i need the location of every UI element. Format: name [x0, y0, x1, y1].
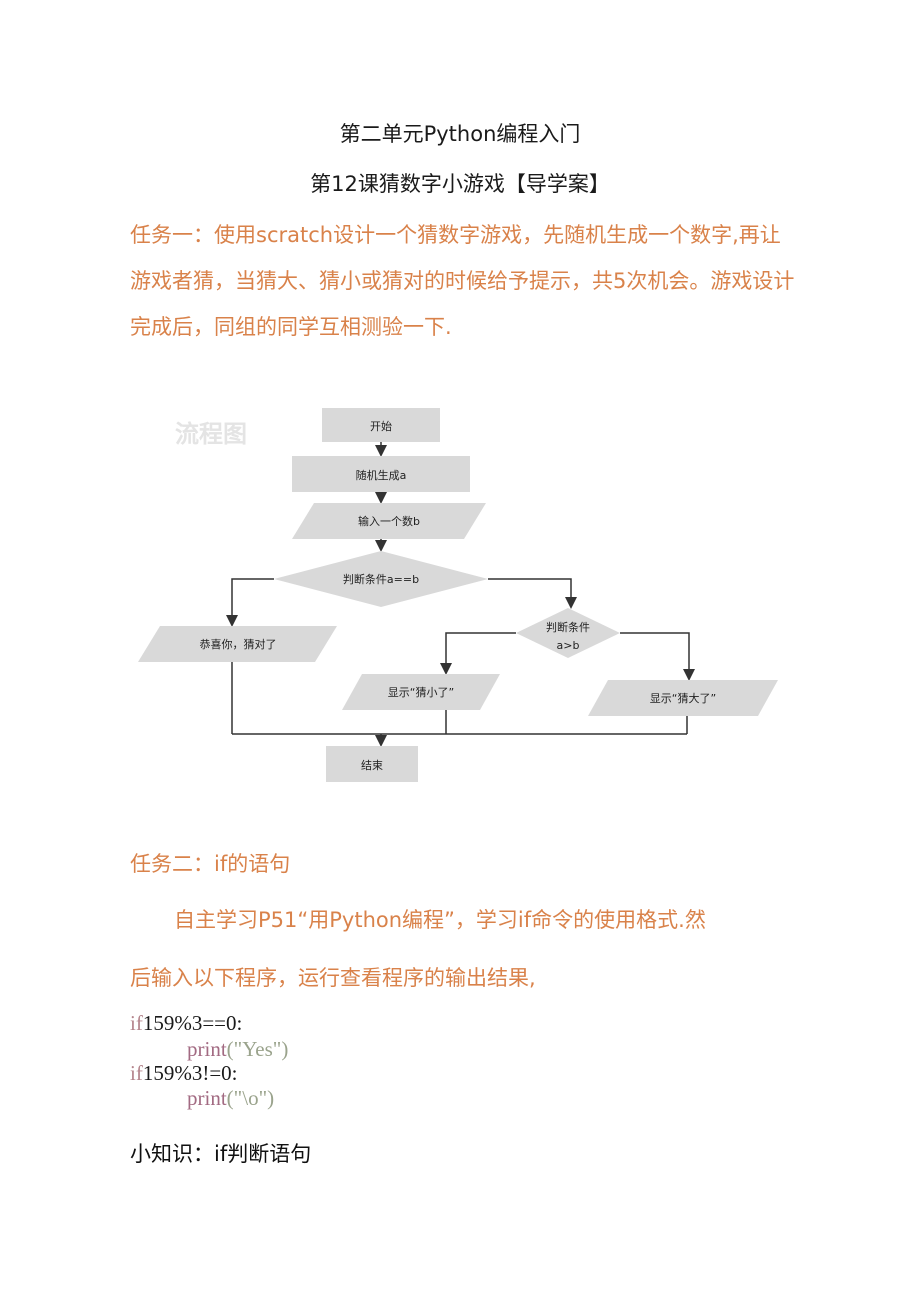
task2-line1: 自主学习P51“用Python编程”，学习if命令的使用格式.然: [174, 908, 706, 932]
keyword-print: print: [187, 1086, 227, 1110]
cond2-label-2: a>b: [557, 639, 580, 652]
big-node: [588, 680, 778, 716]
keyword-if: if: [130, 1061, 143, 1085]
gen-label: 随机生成a: [356, 468, 407, 482]
code-line-4: print("\o"): [187, 1085, 274, 1111]
input-label: 输入一个数b: [358, 514, 420, 528]
code-line-3: if159%3!=0:: [130, 1060, 238, 1086]
arrow: [226, 578, 274, 627]
code-arg: ("Yes"): [226, 1037, 289, 1061]
code-line-2: print("Yes"): [187, 1036, 288, 1062]
end-label: 结束: [361, 759, 383, 772]
keyword-if: if: [130, 1011, 143, 1035]
unit-title: 第二单元Python编程入门: [339, 122, 581, 146]
start-node: [322, 408, 440, 442]
input-node: [292, 503, 486, 539]
task1-text: 任务一：使用scratch设计一个猜数字游戏，先随机生成一个数字,再让游戏者猜，…: [130, 223, 795, 339]
tip-text: 小知识：if判断语句: [130, 1142, 312, 1166]
big-label: 显示“猜大了”: [650, 691, 716, 705]
cond2-node: [516, 608, 620, 658]
arrow: [488, 578, 577, 609]
task2-heading: 任务二：if的语句: [130, 852, 291, 876]
code-text: 159%3==0:: [142, 1011, 243, 1035]
code-text: 159%3!=0:: [142, 1061, 238, 1085]
gen-node: [292, 456, 470, 492]
small-node: [342, 674, 500, 710]
flowchart: 流程图 开始 随机生成a 输入一个数b 判断条件a==b 恭喜你，猜对了 判断条…: [130, 398, 790, 793]
cond1-label: 判断条件a==b: [343, 572, 419, 586]
correct-label: 恭喜你，猜对了: [200, 637, 277, 651]
code-line-1: if159%3==0:: [130, 1010, 242, 1036]
arrow: [620, 632, 695, 681]
flowchart-watermark: 流程图: [175, 420, 247, 448]
small-label: 显示“猜小了”: [388, 686, 454, 699]
cond1-node: [274, 551, 488, 607]
lesson-title: 第12课猜数字小游戏【导学案】: [310, 172, 610, 196]
correct-node: [138, 626, 337, 662]
keyword-print: print: [187, 1037, 227, 1061]
end-node: [326, 746, 418, 782]
task2-line2: 后输入以下程序，运行查看程序的输出结果,: [130, 966, 536, 990]
arrow: [440, 632, 516, 675]
start-label: 开始: [370, 419, 392, 433]
code-arg: ("\o"): [226, 1086, 275, 1110]
cond2-label-1: 判断条件: [546, 620, 590, 634]
